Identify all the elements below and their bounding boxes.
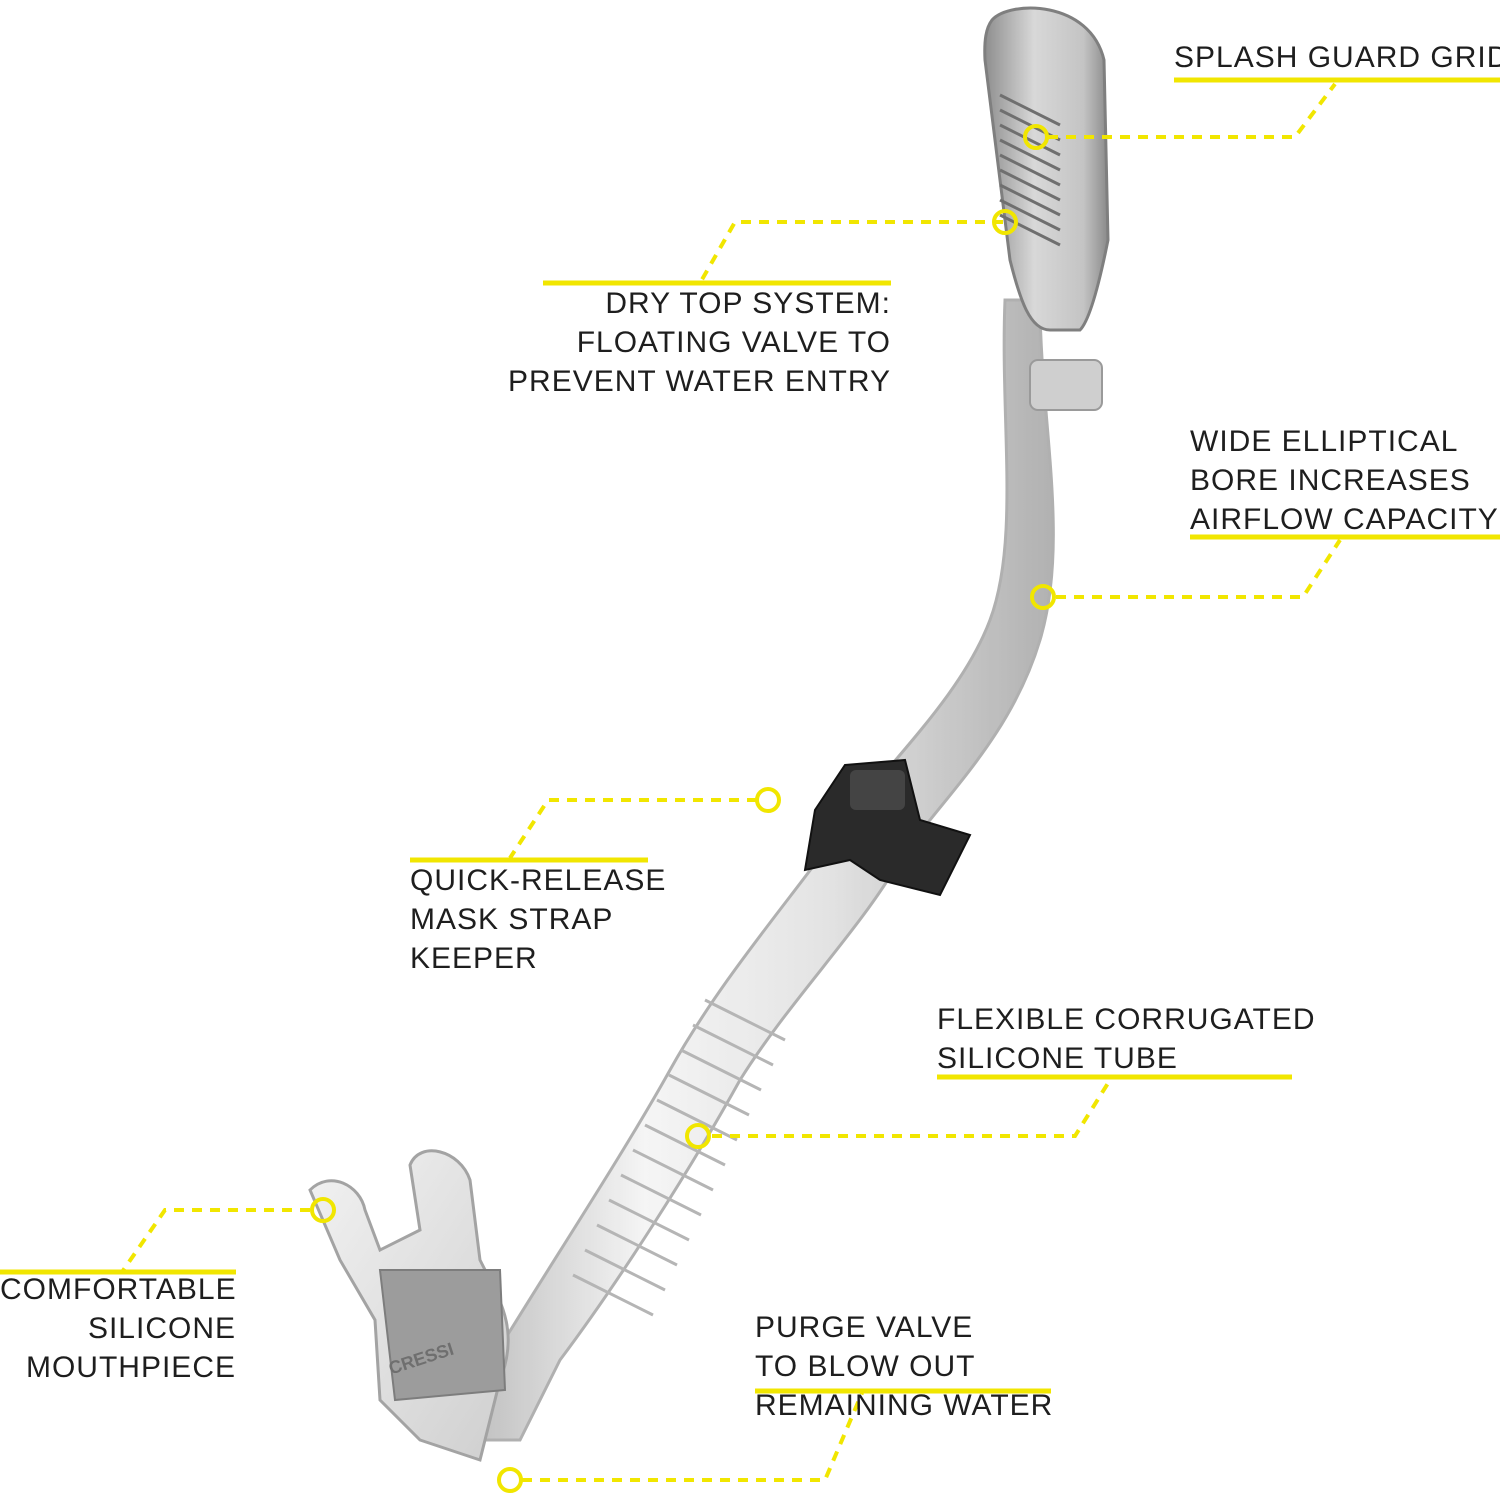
corrugations (572, 998, 786, 1317)
marker-mouthpiece (310, 1197, 336, 1223)
marker-corrugated (685, 1123, 711, 1149)
callout-line: TO BLOW OUT (755, 1350, 976, 1383)
callout-line: AIRFLOW CAPACITY (1190, 503, 1499, 536)
leader-bore (1056, 538, 1342, 599)
splash-guard-grid (999, 93, 1061, 247)
callout-line: DRY TOP SYSTEM: (605, 287, 891, 320)
callout-line: PREVENT WATER ENTRY (508, 365, 891, 398)
callout-line: REMAINING WATER (755, 1389, 1054, 1422)
splash-guard-head (983, 6, 1110, 332)
callout-line: KEEPER (410, 942, 538, 975)
callout-bore: WIDE ELLIPTICAL BORE INCREASES AIRFLOW C… (1190, 422, 1499, 539)
callout-dry-top: DRY TOP SYSTEM: FLOATING VALVE TO PREVEN… (500, 284, 891, 401)
callout-markers (310, 124, 1056, 1493)
mouthpiece-plate (378, 1269, 507, 1402)
leader-lines (120, 82, 1342, 1482)
callout-line: PURGE VALVE (755, 1311, 974, 1344)
marker-bore (1030, 584, 1056, 610)
callout-splash-guard: SPLASH GUARD GRID (1174, 38, 1500, 77)
callout-strap-keeper: QUICK-RELEASE MASK STRAP KEEPER (410, 861, 666, 978)
callout-line: WIDE ELLIPTICAL (1190, 425, 1459, 458)
leader-strap-keeper (508, 798, 757, 860)
callout-line: SILICONE TUBE (937, 1042, 1178, 1075)
callout-corrugated-tube: FLEXIBLE CORRUGATED SILICONE TUBE (937, 1000, 1316, 1078)
callout-line: QUICK-RELEASE (410, 864, 667, 897)
dry-valve-collar (1029, 359, 1103, 411)
marker-purge (497, 1467, 523, 1493)
callout-line: SPLASH GUARD GRID (1174, 41, 1500, 74)
callout-line: FLEXIBLE CORRUGATED (937, 1003, 1316, 1036)
leader-purge (522, 1392, 864, 1482)
leader-corrugated (712, 1078, 1112, 1138)
callout-line: COMFORTABLE (0, 1273, 237, 1306)
callout-line: MOUTHPIECE (25, 1351, 236, 1384)
snorkel-illustration: CRESSI (308, 6, 1110, 1462)
leader-splash-guard (1048, 82, 1337, 139)
mouthpiece: CRESSI (308, 1149, 510, 1462)
callout-line: BORE INCREASES (1190, 464, 1471, 497)
callout-purge-valve: PURGE VALVE TO BLOW OUT REMAINING WATER (755, 1308, 1053, 1425)
strap-keeper (803, 758, 972, 897)
leader-mouthpiece (120, 1208, 310, 1274)
callout-line: FLOATING VALVE TO (576, 326, 891, 359)
callout-mouthpiece: COMFORTABLE SILICONE MOUTHPIECE (0, 1270, 236, 1387)
leader-dry-top (698, 220, 1003, 284)
callout-line: SILICONE (87, 1312, 236, 1345)
marker-dry-top (992, 209, 1018, 235)
callout-line: MASK STRAP (410, 903, 614, 936)
underlines (0, 77, 1500, 1394)
marker-splash-guard (1023, 124, 1049, 150)
marker-strap-keeper (755, 787, 781, 813)
